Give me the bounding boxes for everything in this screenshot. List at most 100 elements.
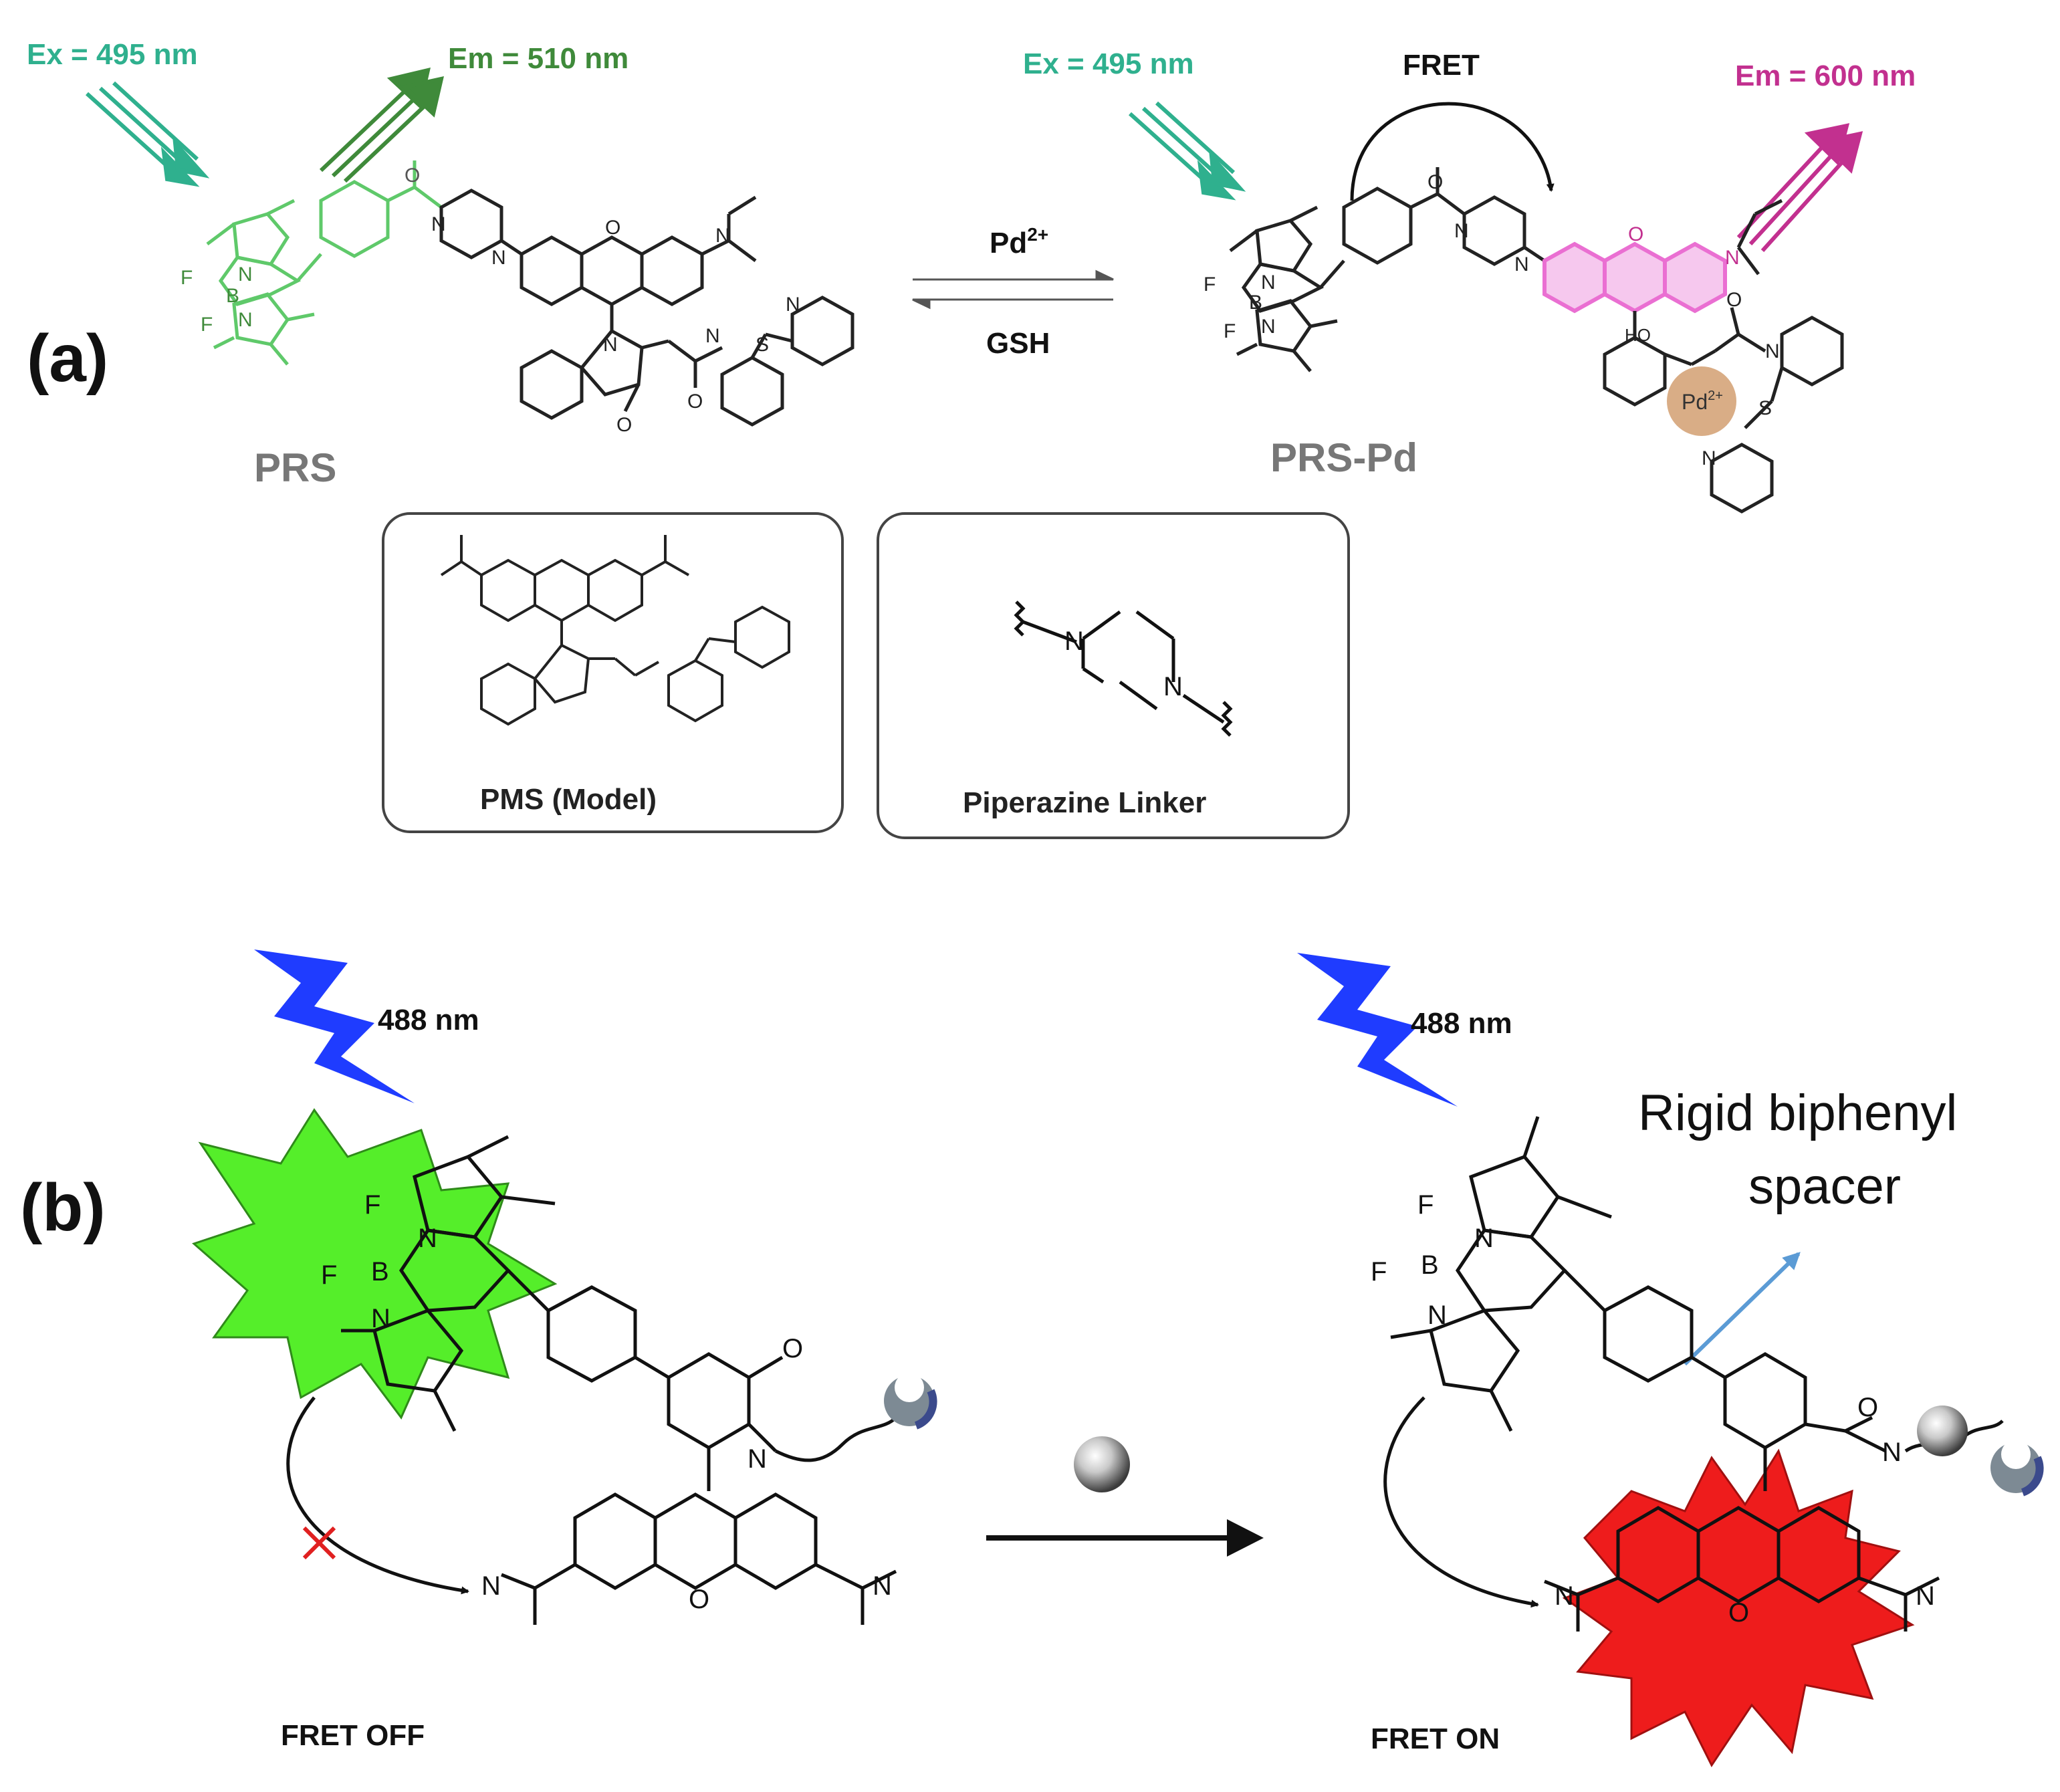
right-fret-arrow <box>1383 1396 1539 1608</box>
prs-pd-atom-n: N <box>1725 247 1740 269</box>
prs-pd-atom-s: S <box>1758 397 1772 419</box>
right-atom-o: O <box>1728 1598 1749 1628</box>
prs-rhodamine-part <box>439 189 854 427</box>
right-atom-n: N <box>1916 1581 1935 1611</box>
spacer-annotation-line1: Rigid biphenyl <box>1638 1085 1957 1141</box>
lightning-bolt-icon <box>254 949 415 1103</box>
prs-atom-n: N <box>431 213 446 235</box>
prs-pd-atom-n: N <box>1514 253 1529 275</box>
prs-pd-lower-part <box>1603 199 1844 514</box>
red-cross-icon <box>302 1526 336 1560</box>
prs-atom-o: O <box>687 390 703 413</box>
prs-emission-label: Em = 510 nm <box>448 42 628 75</box>
right-atom-n: N <box>1882 1438 1902 1467</box>
fret-on-label: FRET ON <box>1371 1722 1500 1755</box>
left-receptor-icon <box>884 1373 937 1430</box>
left-atom-n: N <box>371 1304 390 1333</box>
panel-a: (a) Ex = 495 nm Em = 510 nm <box>27 38 1916 839</box>
panel-a-label: (a) <box>27 321 108 396</box>
prs-atom-n: N <box>238 263 253 286</box>
pms-model-box <box>382 512 844 833</box>
spacer-pointer-arrow <box>1683 1252 1801 1366</box>
piperazine-atom-n: N <box>1064 627 1084 656</box>
prs-pd-atom-o: O <box>1427 171 1443 193</box>
right-atom-o: O <box>1857 1393 1878 1422</box>
left-atom-n: N <box>418 1224 437 1253</box>
prs-pd-excitation-rays <box>1128 101 1246 201</box>
reverse-reagent: GSH <box>986 327 1050 360</box>
prs-atom-n: N <box>491 247 506 269</box>
prs-pd-atom-ho: HO <box>1625 325 1651 345</box>
prs-pd-xanthene <box>1542 241 1727 314</box>
left-atom-n: N <box>481 1571 501 1601</box>
prs-pd-excitation-label: Ex = 495 nm <box>1023 47 1194 80</box>
prs-atom-n: N <box>715 225 730 247</box>
prs-emission-rays <box>319 67 444 183</box>
equilibrium-arrows <box>912 269 1114 310</box>
left-atom-n: N <box>748 1444 767 1474</box>
pd-ion-label: Pd2+ <box>1682 388 1723 414</box>
prs-pd-atom-b: B <box>1249 292 1262 314</box>
prs-atom-n: N <box>603 334 618 356</box>
prs-atom-s: S <box>756 334 769 356</box>
left-atom-o: O <box>782 1334 803 1363</box>
prs-atom-b: B <box>226 285 239 307</box>
green-burst <box>192 1108 558 1420</box>
piperazine-linker-box <box>877 512 1350 839</box>
prs-pd-atom-n: N <box>1702 447 1716 469</box>
pd-ion-circle <box>1667 366 1736 436</box>
reaction-arrowhead <box>1227 1519 1264 1557</box>
lightning-bolt-icon <box>1297 953 1458 1107</box>
right-bodipy-structure <box>1390 1116 2004 1632</box>
prs-atom-o: O <box>405 164 420 187</box>
prs-pd-atom-f: F <box>1224 320 1236 342</box>
panel-b: (b) 488 nm <box>20 949 2044 1767</box>
prs-pd-atom-o: O <box>1628 223 1643 245</box>
red-burst <box>1562 1448 1915 1767</box>
right-atom-f: F <box>1371 1257 1387 1286</box>
left-atom-f: F <box>321 1260 337 1290</box>
prs-pd-emission-rays <box>1736 123 1863 253</box>
left-atom-b: B <box>371 1257 389 1286</box>
prs-name: PRS <box>254 445 336 490</box>
prs-atom-n: N <box>705 325 720 347</box>
left-atom-f: F <box>364 1190 380 1220</box>
right-excitation-label: 488 nm <box>1411 1007 1512 1040</box>
prs-bodipy-core <box>206 160 443 366</box>
prs-excitation-label: Ex = 495 nm <box>27 38 198 71</box>
right-atom-f: F <box>1417 1190 1434 1220</box>
right-atom-n: N <box>1427 1301 1447 1330</box>
forward-reagent: Pd2+ <box>990 224 1048 259</box>
prs-atom-o: O <box>616 414 632 436</box>
left-atom-o: O <box>689 1585 709 1614</box>
prs-pd-atom-f: F <box>1204 273 1216 296</box>
panel-b-label: (b) <box>20 1170 106 1245</box>
prs-atom-o: O <box>605 217 620 239</box>
prs-pd-atom-o: O <box>1726 289 1742 311</box>
prs-pd-name: PRS-Pd <box>1270 435 1417 480</box>
bound-metal-receptor-icon <box>1917 1406 2044 1496</box>
fret-label: FRET <box>1403 49 1480 82</box>
pms-model-caption: PMS (Model) <box>480 783 657 816</box>
piperazine-linker-caption: Piperazine Linker <box>963 786 1206 819</box>
left-excitation-label: 488 nm <box>378 1004 479 1036</box>
piperazine-structure <box>1014 600 1233 737</box>
fret-off-label: FRET OFF <box>281 1719 425 1752</box>
left-bodipy-structure <box>341 1135 897 1625</box>
prs-pd-bodipy-core <box>1229 167 1546 372</box>
metal-ion-sphere <box>1074 1436 1130 1492</box>
prs-excitation-rays <box>85 81 210 187</box>
pms-model-structure <box>440 535 790 726</box>
right-atom-n: N <box>1474 1224 1494 1253</box>
prs-atom-f: F <box>181 267 193 289</box>
left-atom-n: N <box>873 1571 892 1601</box>
prs-pd-atom-n: N <box>1261 316 1276 338</box>
spacer-annotation-line2: spacer <box>1748 1158 1901 1215</box>
prs-pd-atom-n: N <box>1765 340 1780 362</box>
prs-atom-n: N <box>786 294 800 316</box>
prs-pd-atom-n: N <box>1454 220 1469 242</box>
left-fret-blocked-arrow <box>286 1396 469 1595</box>
prs-atom-f: F <box>201 314 213 336</box>
right-atom-b: B <box>1421 1250 1439 1280</box>
